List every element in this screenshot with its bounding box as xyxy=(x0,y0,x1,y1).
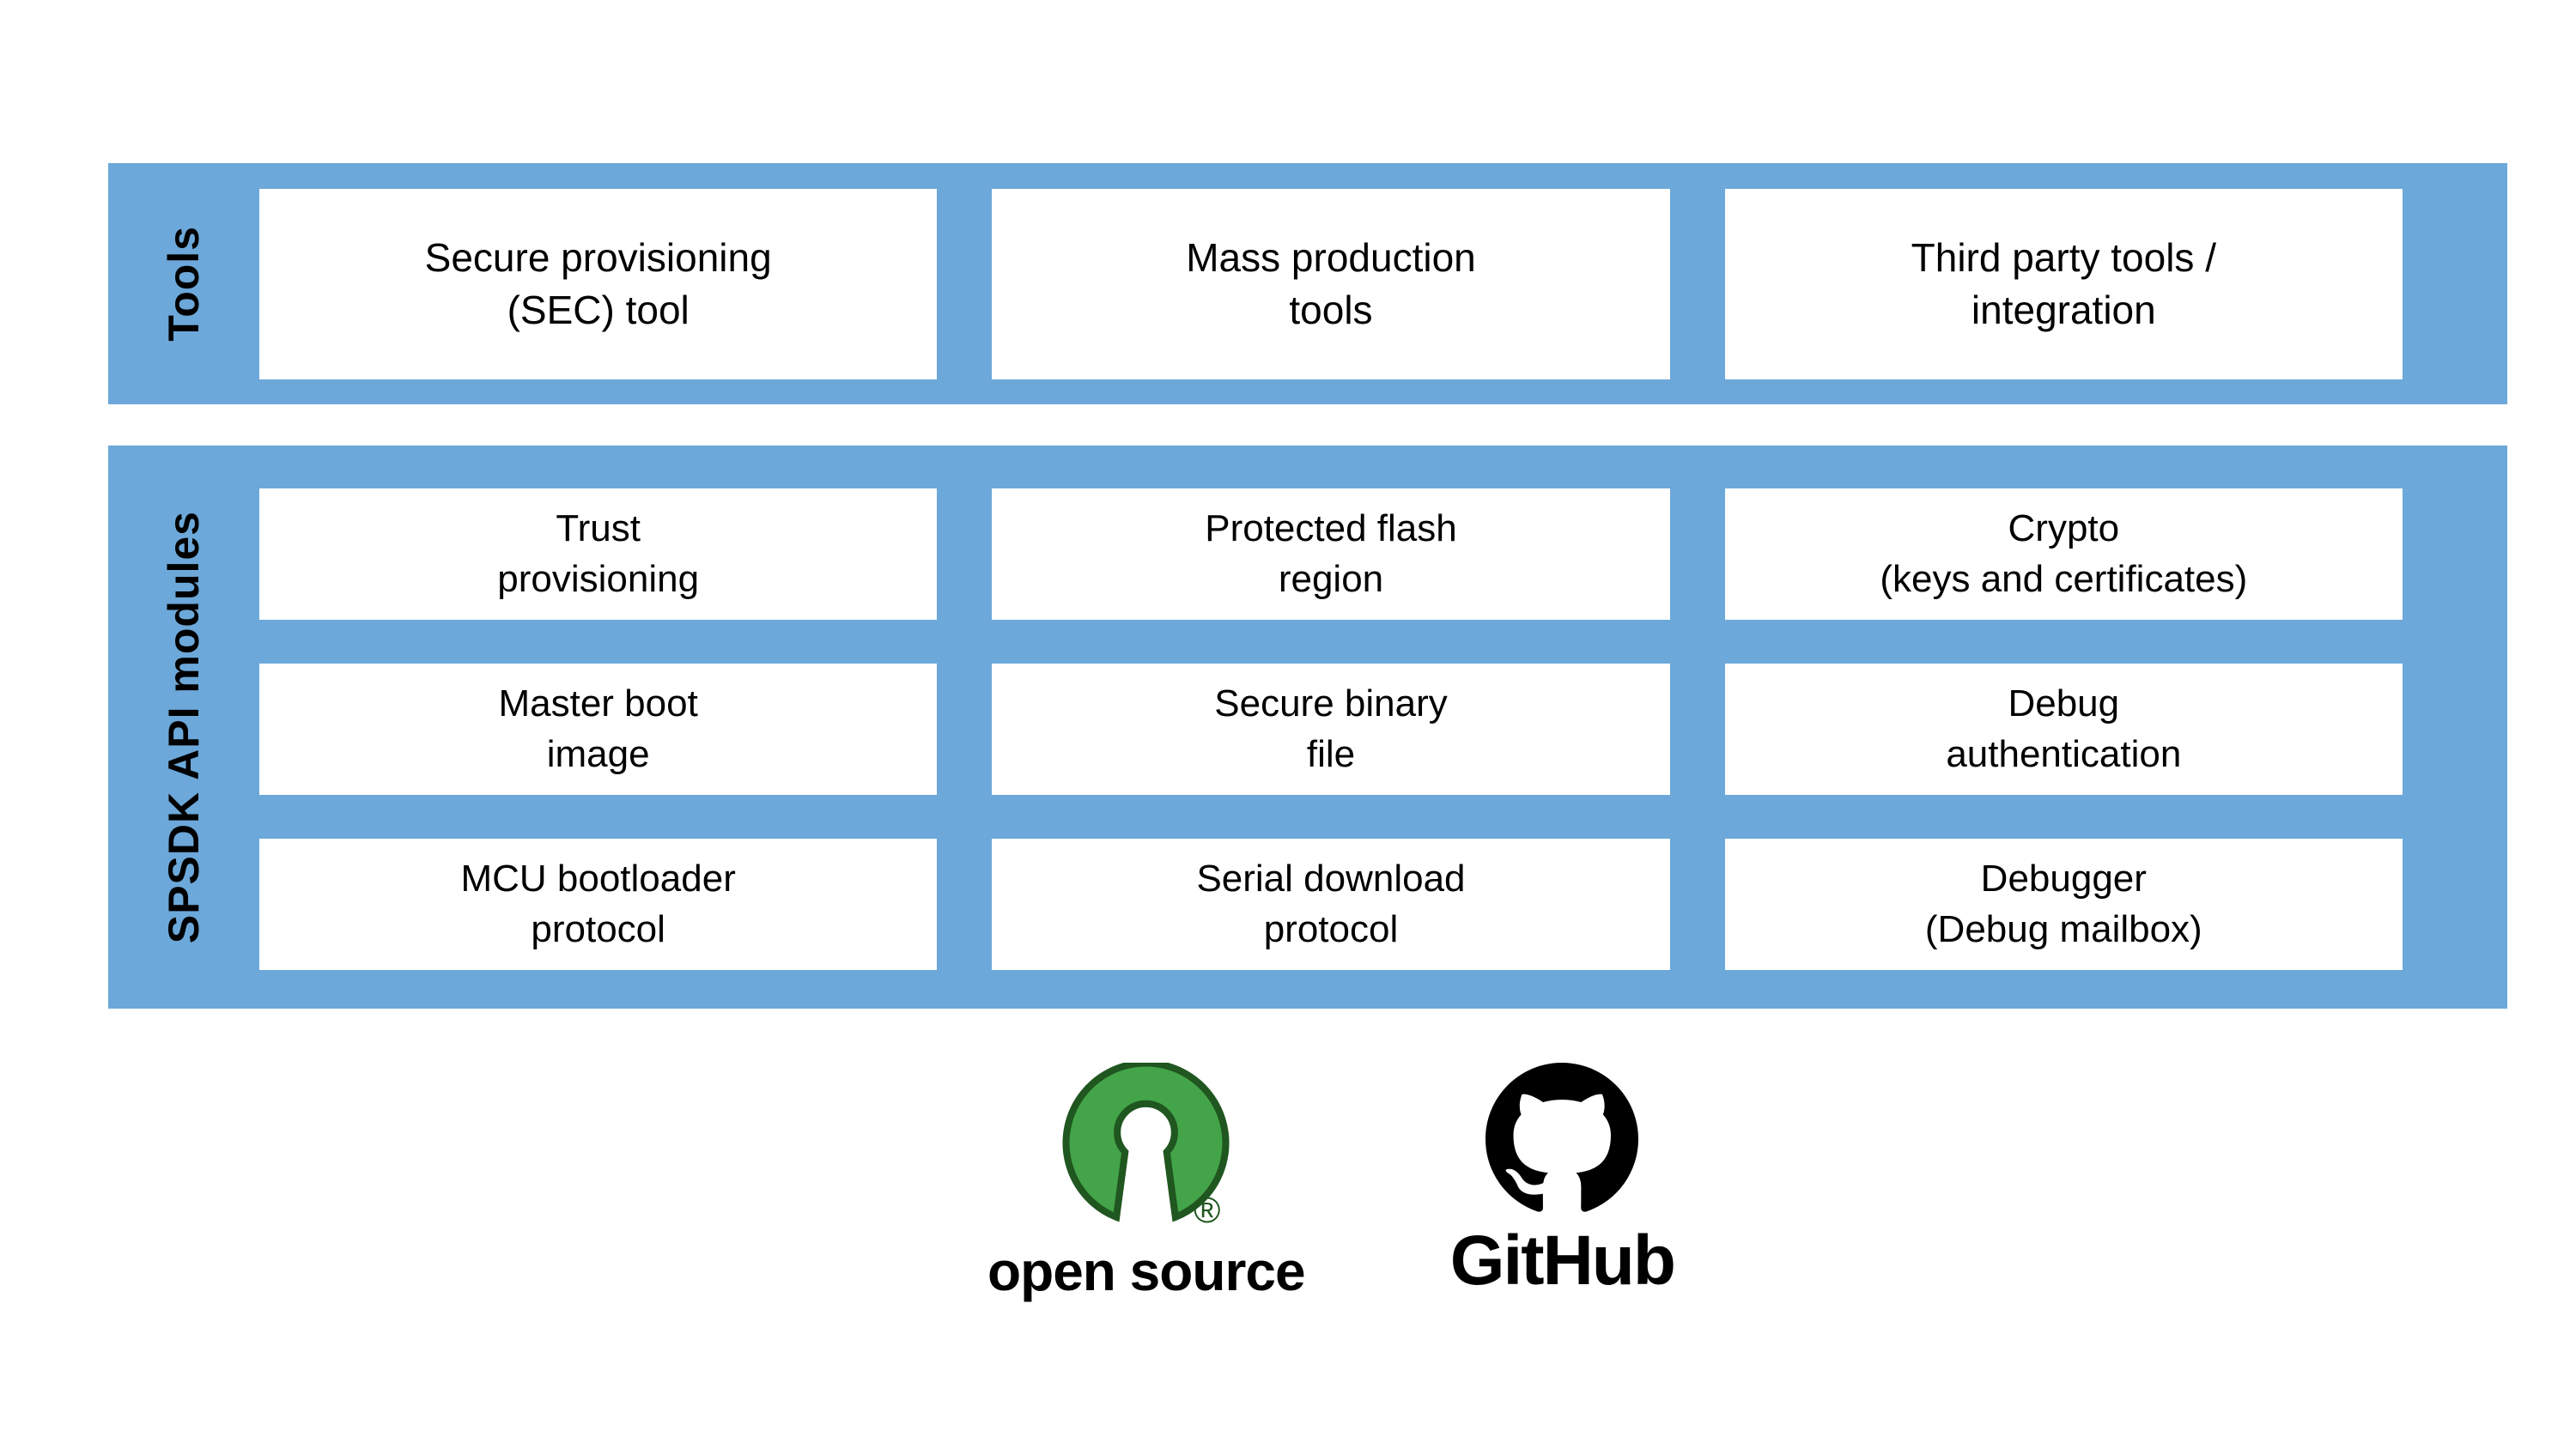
api-box-mcu-bootloader-protocol: MCU bootloader protocol xyxy=(259,839,938,970)
api-box-secure-binary-file: Secure binary file xyxy=(992,664,1670,795)
api-box-crypto: Crypto (keys and certificates) xyxy=(1724,488,2403,620)
tool-box-secure-provisioning: Secure provisioning (SEC) tool xyxy=(259,189,938,379)
tools-boxes-area: Secure provisioning (SEC) tool Mass prod… xyxy=(259,163,2403,404)
github-wordmark: GitHub xyxy=(1449,1222,1676,1300)
api-box-debug-authentication: Debug authentication xyxy=(1724,664,2403,795)
open-source-keyhole-icon: ® xyxy=(1062,1063,1230,1228)
footer-logos: ® open source GitHub xyxy=(987,1063,1676,1303)
github-logo: GitHub xyxy=(1449,1063,1676,1301)
tools-band-label-text: Tools xyxy=(160,226,208,342)
tool-box-mass-production: Mass production tools xyxy=(992,189,1670,379)
tool-box-third-party: Third party tools / integration xyxy=(1724,189,2403,379)
github-octocat-icon xyxy=(1485,1063,1639,1212)
api-boxes-area: Trust provisioning Protected flash regio… xyxy=(259,446,2403,1009)
tools-band: Tools Secure provisioning (SEC) tool Mas… xyxy=(108,163,2507,404)
api-box-protected-flash-region: Protected flash region xyxy=(992,488,1670,620)
api-modules-band: SPSDK API modules Trust provisioning Pro… xyxy=(108,446,2507,1009)
open-source-logo: ® open source xyxy=(987,1063,1306,1303)
api-band-label: SPSDK API modules xyxy=(108,446,259,1009)
api-box-master-boot-image: Master boot image xyxy=(259,664,938,795)
api-band-label-text: SPSDK API modules xyxy=(160,510,208,944)
api-box-trust-provisioning: Trust provisioning xyxy=(259,488,938,620)
registered-trademark-symbol: ® xyxy=(1194,1190,1220,1228)
api-box-debugger-mailbox: Debugger (Debug mailbox) xyxy=(1724,839,2403,970)
api-box-serial-download-protocol: Serial download protocol xyxy=(992,839,1670,970)
open-source-wordmark: open source xyxy=(987,1240,1306,1302)
tools-band-label: Tools xyxy=(108,163,259,404)
